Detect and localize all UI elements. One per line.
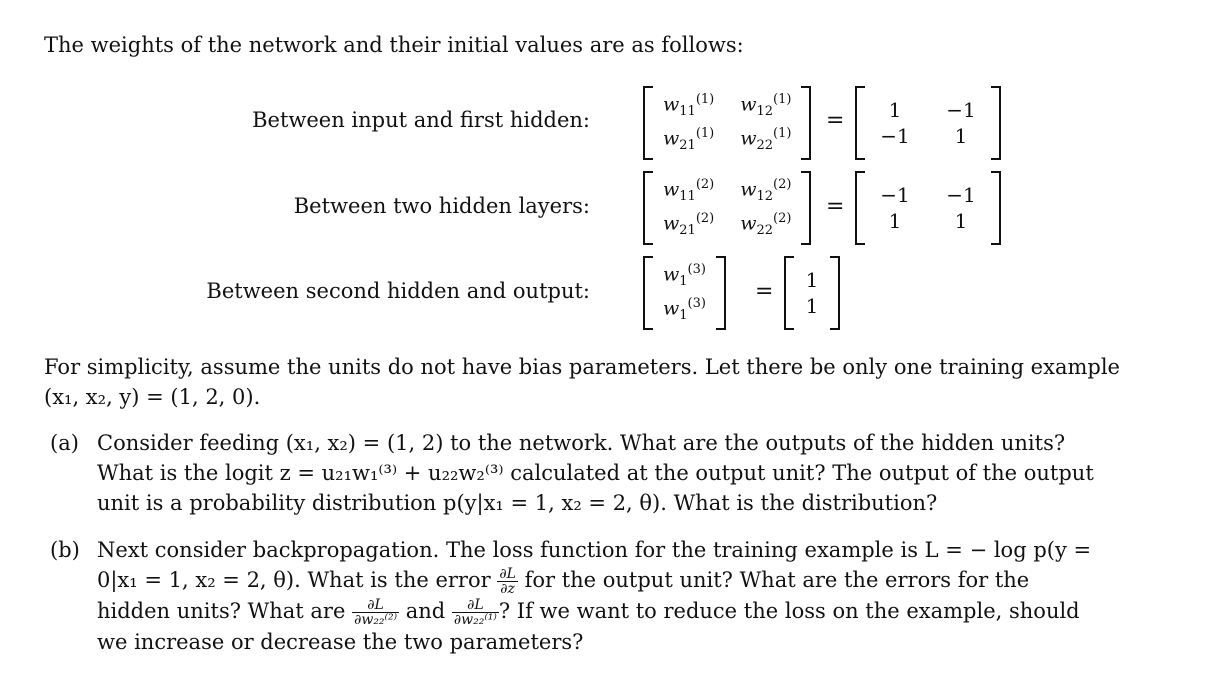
weight-symbol: w21(2) bbox=[663, 211, 715, 239]
matrix-value: 1 bbox=[954, 124, 968, 148]
weight-symbol: w1(3) bbox=[663, 261, 706, 289]
equals-sign: = bbox=[826, 108, 845, 133]
matrix-value: 1 bbox=[805, 294, 819, 318]
equals-sign: = bbox=[826, 194, 845, 219]
weight-symbol: w22(1) bbox=[740, 126, 792, 154]
part-a-line-2: What is the logit z = u₂₁w₁⁽³⁾ + u₂₂w₂⁽³… bbox=[97, 461, 1094, 485]
value-matrix-1: 1 −1 −1 1 bbox=[855, 86, 1001, 160]
assumption-paragraph: For simplicity, assume the units do not … bbox=[44, 352, 1152, 412]
part-b-line-3: hidden units? What are ∂L∂w₂₂⁽²⁾ and ∂L∂… bbox=[97, 596, 1157, 627]
part-b-tag: (b) bbox=[50, 538, 80, 562]
weight-matrix-2: w11(2) w12(2) w21(2) w22(2) bbox=[643, 171, 812, 245]
part-b-line-2-pre: 0|x₁ = 1, x₂ = 2, θ). What is the error bbox=[97, 568, 491, 592]
part-b-line-1: Next consider backpropagation. The loss … bbox=[97, 538, 1092, 562]
layer-label-3: Between second hidden and output: bbox=[206, 279, 590, 303]
matrix-value: −1 bbox=[880, 183, 910, 207]
equals-sign: = bbox=[755, 279, 774, 304]
derivative-dL-dw22-2: ∂L∂w₂₂⁽²⁾ bbox=[352, 597, 400, 628]
part-b-line-4: we increase or decrease the two paramete… bbox=[97, 630, 584, 654]
weight-matrix-3: w1(3) w1(3) bbox=[643, 256, 726, 330]
weight-symbol: w12(2) bbox=[740, 176, 792, 204]
matrix-value: −1 bbox=[946, 98, 976, 122]
intro-text: The weights of the network and their ini… bbox=[44, 33, 744, 57]
derivative-dL-dz: ∂L∂z bbox=[497, 566, 518, 597]
part-b-line-3-post: ? If we want to reduce the loss on the e… bbox=[498, 599, 1080, 623]
part-a-line-3: unit is a probability distribution p(y|x… bbox=[97, 491, 938, 515]
part-b-line-2-post: for the output unit? What are the errors… bbox=[524, 568, 1030, 592]
derivative-dL-dw22-1: ∂L∂w₂₂⁽¹⁾ bbox=[451, 597, 499, 628]
matrix-value: −1 bbox=[946, 183, 976, 207]
matrix-value: 1 bbox=[888, 209, 902, 233]
part-b-line-3-pre: hidden units? What are bbox=[97, 599, 346, 623]
weight-symbol: w21(1) bbox=[663, 126, 715, 154]
matrix-value: 1 bbox=[888, 98, 902, 122]
layer-label-1: Between input and first hidden: bbox=[252, 108, 590, 132]
layer-label-2: Between two hidden layers: bbox=[293, 194, 590, 218]
part-a-line-1: Consider feeding (x₁, x₂) = (1, 2) to th… bbox=[97, 431, 1066, 455]
weight-symbol: w11(1) bbox=[663, 91, 715, 119]
weight-symbol: w12(1) bbox=[740, 91, 792, 119]
matrix-value: 1 bbox=[805, 268, 819, 292]
value-matrix-2: −1 −1 1 1 bbox=[855, 171, 1001, 245]
matrix-value: 1 bbox=[954, 209, 968, 233]
part-b-line-3-mid: and bbox=[405, 599, 446, 623]
assumption-line-1: For simplicity, assume the units do not … bbox=[44, 355, 1120, 379]
value-matrix-3: 1 1 bbox=[784, 256, 840, 330]
weight-symbol: w11(2) bbox=[663, 176, 715, 204]
weight-symbol: w22(2) bbox=[740, 211, 792, 239]
weight-matrix-1: w11(1) w12(1) w21(1) w22(1) bbox=[643, 86, 812, 160]
matrix-value: −1 bbox=[880, 124, 910, 148]
weight-symbol: w1(3) bbox=[663, 296, 706, 324]
part-a-tag: (a) bbox=[50, 431, 79, 455]
part-b-line-2: 0|x₁ = 1, x₂ = 2, θ). What is the error … bbox=[97, 565, 1157, 596]
assumption-line-2: (x₁, x₂, y) = (1, 2, 0). bbox=[44, 385, 261, 409]
